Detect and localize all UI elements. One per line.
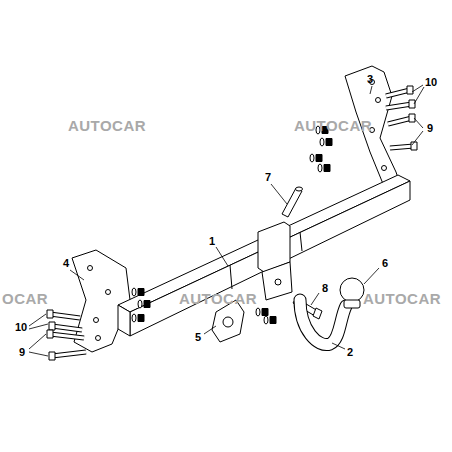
callout-number: 10	[425, 77, 437, 88]
ball-neck	[300, 300, 346, 345]
watermark: OCAR	[2, 291, 48, 306]
callout-number: 10	[15, 322, 27, 333]
socket-plate	[212, 300, 244, 342]
callout-number: 2	[347, 347, 353, 358]
leader-lines	[29, 85, 424, 356]
main-beam	[118, 175, 410, 336]
watermark: AUTOCAR	[363, 291, 441, 306]
callout-number: 9	[427, 123, 433, 134]
callout-number: 3	[367, 74, 373, 85]
callout-number: 8	[322, 283, 328, 294]
callout-number: 4	[63, 258, 69, 269]
ball-flange	[344, 300, 360, 308]
tow-ball	[340, 278, 364, 302]
callout-number: 5	[195, 332, 201, 343]
callout-number: 6	[382, 258, 388, 269]
watermark: AUTOCAR	[294, 118, 372, 133]
watermark: AUTOCAR	[179, 291, 257, 306]
fasteners	[47, 86, 417, 360]
callout-number: 1	[209, 236, 215, 247]
callout-number: 9	[19, 347, 25, 358]
callout-number: 7	[265, 172, 271, 183]
watermark: AUTOCAR	[68, 118, 146, 133]
hitch-block	[258, 222, 292, 300]
